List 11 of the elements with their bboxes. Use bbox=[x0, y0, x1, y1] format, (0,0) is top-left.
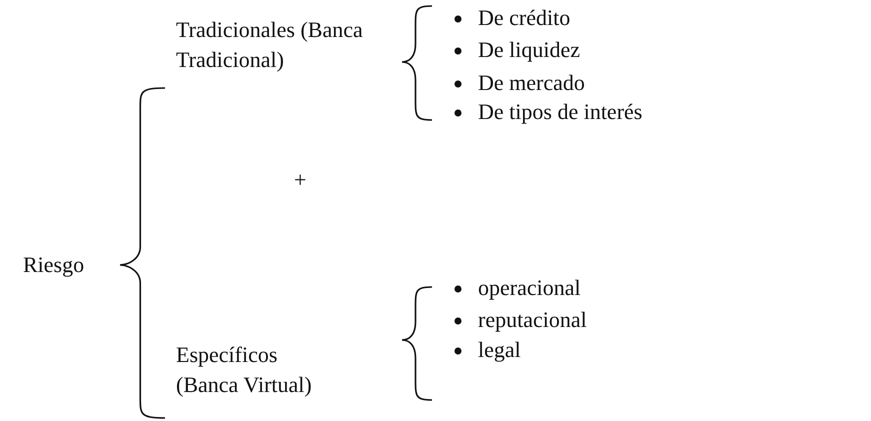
list-item: De tipos de interés bbox=[478, 98, 642, 126]
list-item: operacional bbox=[478, 274, 581, 302]
list-item: reputacional bbox=[478, 306, 587, 334]
list-item: De mercado bbox=[478, 69, 585, 97]
category-label: Específicos (Banca Virtual) bbox=[176, 341, 313, 399]
category-label: Riesgo bbox=[23, 251, 84, 279]
category-label: Tradicionales (Banca Tradicional) bbox=[176, 16, 364, 74]
plus-sign: + bbox=[294, 166, 306, 194]
list-item: De crédito bbox=[478, 4, 570, 32]
list-item: De liquidez bbox=[478, 36, 580, 64]
list-item: legal bbox=[478, 336, 521, 364]
